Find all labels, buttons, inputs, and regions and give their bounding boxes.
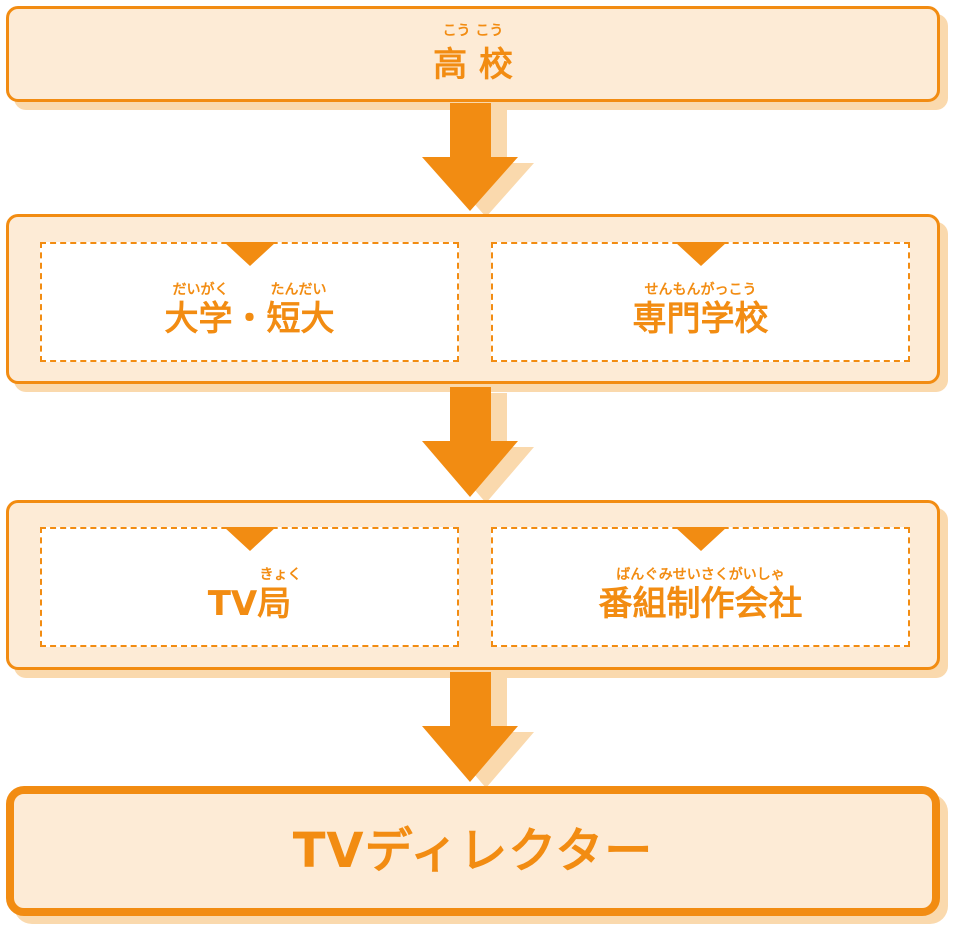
down-arrow-icon xyxy=(422,672,534,788)
high-school-label: 高 校 xyxy=(433,45,513,85)
tv-station-label: TV局 xyxy=(207,584,292,624)
goal-panel: TVディレクター xyxy=(6,786,940,916)
production-company-label: 番組制作会社 xyxy=(598,584,803,624)
down-arrow-icon xyxy=(422,387,534,503)
higher-education-panel: だいがく たんだい 大学・短大 せんもんがっこう 専門学校 xyxy=(6,214,940,384)
goal-label: TVディレクター xyxy=(292,823,654,879)
tv-station-box: きょく TV局 xyxy=(40,527,459,647)
triangle-down-icon xyxy=(224,242,276,266)
production-company-box: ばんぐみせいさくがいしゃ 番組制作会社 xyxy=(491,527,910,647)
high-school-ruby: こう こう xyxy=(442,23,504,39)
vocational-school-label: 専門学校 xyxy=(632,299,769,339)
triangle-down-icon xyxy=(224,527,276,551)
employer-panel: きょく TV局 ばんぐみせいさくがいしゃ 番組制作会社 xyxy=(6,500,940,670)
triangle-down-icon xyxy=(675,242,727,266)
university-box: だいがく たんだい 大学・短大 xyxy=(40,242,459,362)
vocational-school-box: せんもんがっこう 専門学校 xyxy=(491,242,910,362)
university-label: 大学・短大 xyxy=(164,299,335,339)
triangle-down-icon xyxy=(675,527,727,551)
tv-station-ruby: きょく xyxy=(259,567,302,583)
production-company-ruby: ばんぐみせいさくがいしゃ xyxy=(616,567,785,583)
down-arrow-icon xyxy=(422,103,534,217)
high-school-panel: こう こう 高 校 xyxy=(6,6,940,102)
university-ruby: だいがく たんだい xyxy=(172,282,327,298)
vocational-school-ruby: せんもんがっこう xyxy=(644,282,757,298)
